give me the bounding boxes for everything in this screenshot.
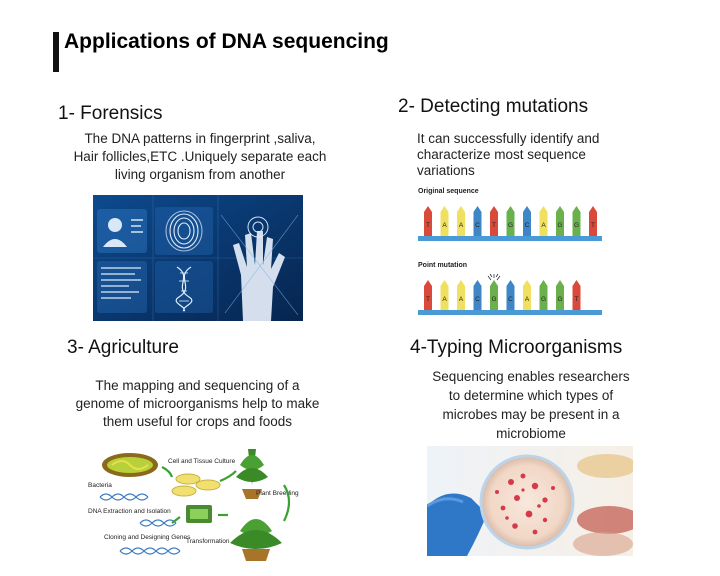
dna-strand-icon — [99, 493, 181, 555]
dna-helix-icon — [175, 266, 193, 312]
nucleotide-base — [572, 280, 581, 310]
nucleotide-base — [424, 206, 432, 236]
main-petri-dish — [479, 454, 575, 550]
nucleotide-letter: T — [492, 222, 496, 229]
nucleotide-letter: T — [426, 296, 430, 303]
nucleotide-base — [589, 206, 597, 236]
nucleotide-base — [490, 280, 498, 310]
nucleotide-base — [556, 206, 564, 236]
nucleotide-letter: T — [426, 222, 430, 229]
nucleotide-base — [556, 280, 564, 310]
plant-breeding-label: Plant Breeding — [256, 490, 299, 497]
nucleotide-base — [424, 280, 432, 310]
nucleotide-letter: C — [475, 296, 480, 303]
nucleotide-letter: A — [525, 296, 530, 303]
title-accent-bar — [53, 32, 59, 72]
petri-dish-image — [427, 446, 633, 556]
cell-culture-label: Cell and Tissue Culture — [168, 458, 236, 465]
nucleotide-base — [506, 280, 515, 310]
original-sequence-label: Original sequence — [418, 188, 479, 195]
nucleotide-letter: A — [459, 222, 464, 229]
nucleotide-base — [539, 206, 548, 236]
nucleotide-letter: G — [508, 222, 513, 229]
dna-backbone — [418, 310, 602, 315]
nucleotide-base — [440, 206, 449, 236]
nucleotide-base — [473, 206, 482, 236]
nucleotide-base — [440, 280, 449, 310]
mutation-marker — [487, 273, 501, 281]
process-arrows — [161, 466, 291, 524]
agriculture-diagram: Bacteria DNA Extraction and Isolation Cl… — [80, 445, 310, 563]
mutations-text: It can successfully identify and charact… — [417, 131, 600, 178]
nucleotide-letter: C — [508, 296, 513, 303]
transformation-label: Transformation — [186, 538, 230, 545]
glove-icon — [427, 493, 487, 556]
nucleotide-letter: T — [575, 296, 579, 303]
agriculture-text: The mapping and sequencing of a genome o… — [75, 378, 320, 429]
mutation-diagram: T A A C T G C A G G T T A A C G C A G G T — [418, 206, 602, 315]
nucleotide-letter: G — [491, 296, 496, 303]
nucleotide-base — [572, 206, 581, 236]
nucleotide-base — [473, 280, 482, 310]
nucleotide-letter: G — [574, 222, 579, 229]
forensics-image — [93, 195, 303, 321]
forensics-heading: 1- Forensics — [58, 103, 163, 124]
bacteria-label: Bacteria — [88, 482, 112, 489]
nucleotide-letter: G — [557, 222, 562, 229]
colonies — [495, 473, 555, 535]
page-title: Applications of DNA sequencing — [64, 30, 389, 53]
point-mutation-label: Point mutation — [418, 262, 467, 269]
nucleotide-letter: A — [442, 222, 447, 229]
agriculture-heading: 3- Agriculture — [67, 337, 179, 358]
fingerprint-icon — [165, 210, 203, 252]
nucleotide-base — [457, 280, 465, 310]
nucleotide-letter: A — [442, 296, 447, 303]
nucleotide-letter: T — [591, 222, 595, 229]
mutations-heading: 2- Detecting mutations — [398, 96, 589, 117]
nucleotide-letter: C — [475, 222, 480, 229]
dna-backbone — [418, 236, 602, 241]
nucleotide-base — [539, 280, 548, 310]
forensics-text: The DNA patterns in fingerprint ,saliva,… — [73, 131, 327, 182]
typing-text: Sequencing enables researchers to determ… — [432, 369, 630, 441]
nucleotide-base — [490, 206, 498, 236]
nucleotide-letter: G — [557, 296, 562, 303]
nucleotide-letter: A — [541, 222, 546, 229]
nucleotide-base — [523, 206, 531, 236]
nucleotide-base — [523, 280, 531, 310]
petri-dish-icon — [175, 473, 201, 485]
typing-heading: 4-Typing Microorganisms — [410, 337, 623, 358]
plant-icon — [236, 449, 268, 499]
dna-extraction-label: DNA Extraction and Isolation — [88, 508, 171, 515]
nucleotide-letter: G — [541, 296, 546, 303]
nucleotide-letter: C — [525, 222, 530, 229]
nucleotide-base — [457, 206, 465, 236]
hand-scan-icon — [220, 214, 299, 321]
nucleotide-letter: A — [459, 296, 464, 303]
cloning-label: Cloning and Designing Genes — [104, 534, 191, 541]
dna-panel — [155, 261, 213, 313]
nucleotide-base — [506, 206, 515, 236]
